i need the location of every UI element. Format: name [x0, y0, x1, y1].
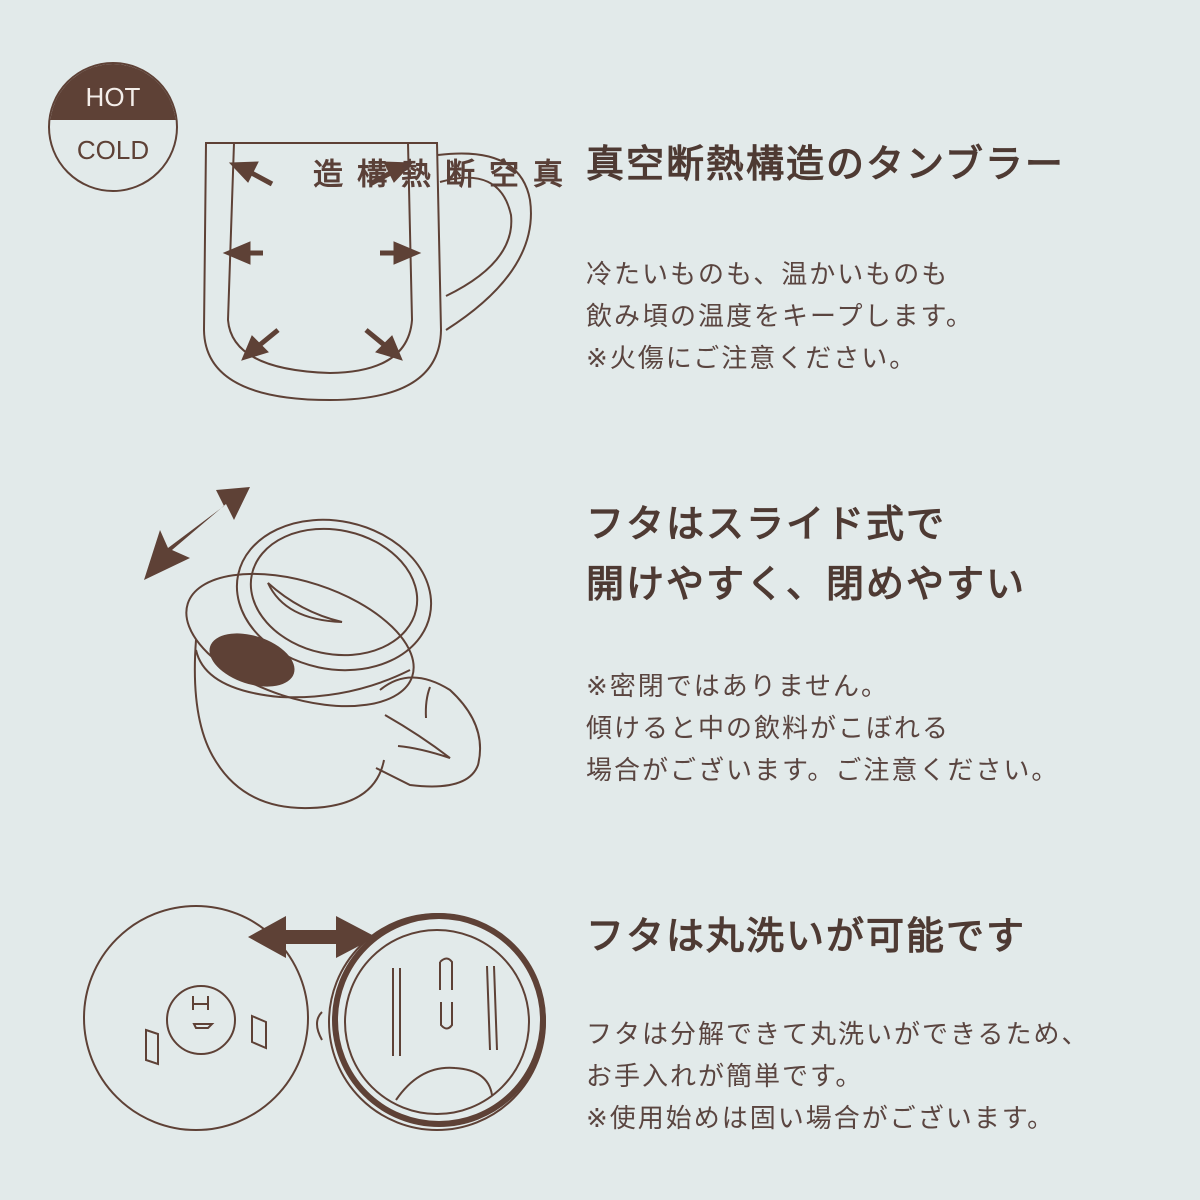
body-line: 場合がございます。ご注意ください。 [586, 756, 1060, 786]
section-washable-lid: フタは丸洗いが可能です フタは分解できて丸洗いができるため、 お手入れが簡単です… [586, 910, 1089, 1140]
washable-lid-illustration [0, 0, 546, 1131]
section-title: 真空断熱構造のタンブラー [586, 142, 1065, 186]
vacuum-structure-label: 真空断熱構造 [307, 158, 562, 190]
section-title: フタは丸洗いが可能です [586, 914, 1027, 958]
section-title-line: 開けやすく、閉めやすい [586, 562, 1027, 606]
body-line: 冷たいものも、温かいものも [586, 260, 950, 290]
section-vacuum-insulation: 真空断熱構造のタンブラー 冷たいものも、温かいものも 飲み頃の温度をキープします… [586, 138, 1065, 380]
section-body: 冷たいものも、温かいものも 飲み頃の温度をキープします。 ※火傷にご注意ください… [586, 254, 1065, 380]
drink-opening [209, 633, 295, 687]
section-sliding-lid: フタはスライド式で 開けやすく、閉めやすい ※密閉ではありません。 傾けると中の… [586, 498, 1059, 792]
section-body: フタは分解できて丸洗いができるため、 お手入れが簡単です。 ※使用始めは固い場合… [586, 1014, 1089, 1140]
body-line: フタは分解できて丸洗いができるため、 [586, 1020, 1090, 1050]
badge-cold-label: COLD [76, 135, 150, 165]
body-line: ※使用始めは固い場合がございます。 [586, 1104, 1056, 1134]
body-line: 傾けると中の飲料がこぼれる [586, 714, 951, 744]
body-line: ※密閉ではありません。 [586, 672, 890, 702]
section-title-line: フタはスライド式で [586, 502, 947, 546]
body-line: 飲み頃の温度をキープします。 [586, 302, 974, 332]
body-line: ※火傷にご注意ください。 [586, 344, 918, 374]
section-body: ※密閉ではありません。 傾けると中の飲料がこぼれる 場合がございます。ご注意くだ… [586, 666, 1059, 792]
sliding-lid-illustration [0, 0, 482, 810]
vacuum-mug-illustration: 真空断熱構造 [0, 0, 562, 402]
body-line: お手入れが簡単です。 [586, 1062, 864, 1092]
